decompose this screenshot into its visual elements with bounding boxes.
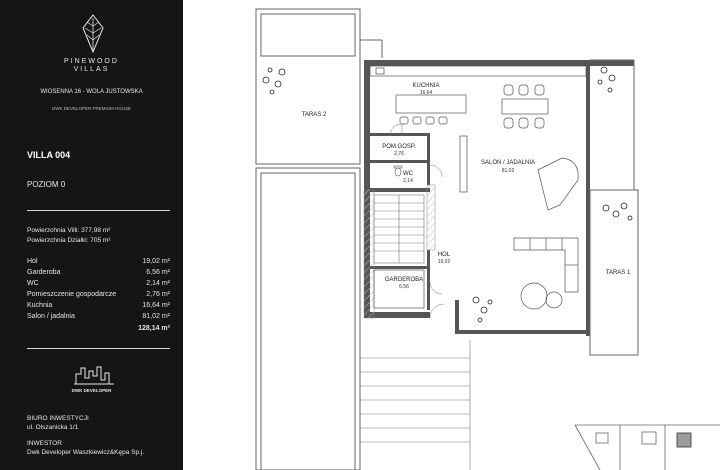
house-walls (364, 60, 634, 336)
room-area: 81,02 m² (142, 313, 170, 320)
tagline: DWK DEVELOPER PREMIUM HOUSE (51, 106, 131, 111)
kitchen-counter (369, 65, 587, 193)
room-area: 6,56 m² (146, 269, 170, 276)
divider (27, 348, 170, 349)
room-row: Pomieszczenie gospodarcze 2,76 m² (27, 291, 170, 298)
room-area: 16,64 m² (142, 302, 170, 309)
room-name: Pomieszczenie gospodarcze (27, 291, 117, 298)
hatched-walls (363, 184, 436, 319)
room-row: WC 2,14 m² (27, 280, 170, 287)
wardrobe (373, 269, 425, 309)
level-title: POZIOM 0 (27, 180, 66, 189)
piano (537, 157, 579, 211)
bar-stools (399, 116, 448, 125)
area-kuchnia: 16,64 (420, 90, 433, 96)
label-kuchnia: KUCHNIA (412, 83, 439, 89)
area-hol: 19,02 (438, 259, 451, 265)
terrace-2 (255, 8, 383, 165)
villa-area: Powierzchnia Villi: 377,98 m² (27, 227, 111, 234)
area-pom-gosp: 2,76 (394, 151, 404, 157)
pinewood-logo-icon (82, 14, 104, 54)
room-area: 19,02 m² (142, 258, 170, 265)
plant-icon (597, 66, 616, 93)
terrace-1 (589, 59, 639, 356)
divider (27, 210, 170, 211)
room-name: Garderoba (27, 269, 61, 276)
label-taras-2: TARAS 2 (302, 112, 327, 118)
office-label: BIURO INWESTYCJI (27, 415, 89, 422)
villa-title: VILLA 004 (27, 150, 71, 160)
floor-plan: KUCHNIA 16,64 SALON / JADALNIA 81,02 POM… (255, 8, 720, 470)
room-name: Kuchnia (27, 302, 53, 309)
label-hol: HOL (438, 252, 451, 258)
label-taras-1: TARAS 1 (606, 270, 631, 276)
room-area: 2,14 m² (146, 280, 170, 287)
area-salon: 81,02 (502, 168, 515, 174)
info-panel: PINEWOOD VILLAS WIOSENNA 16 - WOLA JUSTO… (0, 0, 183, 470)
investor-label: INWESTOR (27, 440, 62, 447)
label-salon: SALON / JADALNIA (481, 160, 535, 166)
total-area: 128,14 m² (138, 325, 170, 332)
label-garderoba: GARDEROBA (385, 277, 423, 283)
plot-area: Powierzchnia Działki: 705 m² (27, 237, 111, 244)
room-row: Hol 19,02 m² (27, 258, 170, 265)
room-row: Kuchnia 16,64 m² (27, 302, 170, 309)
brand-name-2: VILLAS (73, 66, 110, 73)
developer-logo-text: DWK DEVELOPER (71, 388, 112, 393)
plant-icon (262, 67, 286, 95)
lower-terrace (255, 167, 361, 470)
dwk-developer-logo-icon (74, 366, 114, 385)
room-name: Hol (27, 258, 38, 265)
dining-table (501, 84, 549, 129)
site-location-thumbnail (574, 424, 720, 470)
area-wc: 2,14 (403, 178, 413, 184)
room-row: Salon / jadalnia 81,02 m² (27, 313, 170, 320)
address: WIOSENNA 16 - WOLA JUSTOWSKA (40, 89, 143, 95)
plant-icon (472, 296, 493, 323)
doors (389, 123, 445, 319)
label-wc: WC (403, 171, 414, 177)
sofa (513, 237, 579, 310)
staircase (373, 194, 425, 264)
room-area: 2,76 m² (146, 291, 170, 298)
room-name: WC (27, 280, 39, 287)
plant-icon (602, 202, 633, 221)
label-pom-gosp: POM.GOSP. (382, 144, 416, 150)
area-garderoba: 6,56 (399, 284, 409, 290)
toilet (393, 165, 403, 177)
exterior-steps (360, 340, 471, 470)
room-name: Salon / jadalnia (27, 313, 75, 320)
office-address: ul. Olszanicka 1/1 (27, 424, 79, 431)
room-row: Garderoba 6,56 m² (27, 269, 170, 276)
brand-name: PINEWOOD (64, 58, 119, 65)
investor-name: Dwk Developer Waszkiewicz&Kępa Sp.j. (27, 449, 145, 456)
